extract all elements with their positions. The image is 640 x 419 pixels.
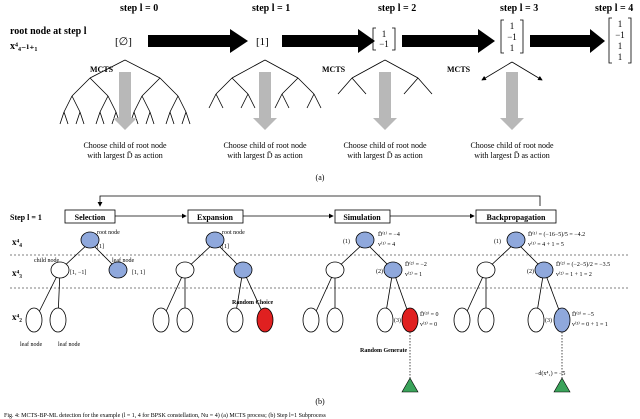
svg-text:−1: −1 — [507, 32, 517, 42]
svg-text:D̄⁽¹⁾ = −4: D̄⁽¹⁾ = −4 — [378, 231, 400, 238]
caption-b: (b) — [315, 397, 325, 406]
random-choice-label: Random Choice — [232, 300, 274, 306]
svg-text:v⁽²⁾ = 1: v⁽²⁾ = 1 — [405, 271, 422, 278]
choose-arrow-0 — [113, 72, 137, 130]
svg-text:D̄⁽²⁾ = −2: D̄⁽²⁾ = −2 — [405, 261, 427, 268]
phase-selection: Selection — [64, 209, 116, 224]
svg-text:v⁽¹⁾ = 4: v⁽¹⁾ = 4 — [378, 241, 395, 248]
backpropagation-tree: (1) D̄⁽¹⁾ = (−16−5)/5 = −4.2 v⁽¹⁾ = 4 + … — [453, 231, 610, 393]
svg-text:(3): (3) — [394, 317, 401, 324]
choose-arrow-3 — [500, 72, 524, 130]
step-label-4: step l = 4 — [595, 3, 633, 14]
svg-text:[1, 1]: [1, 1] — [132, 270, 145, 276]
root-vector-4: 1 −1 1 1 — [608, 17, 632, 64]
row-label-x42: x⁴₂ — [12, 312, 22, 322]
caption-a: (a) — [316, 173, 325, 182]
root-vector-1: [1] — [256, 36, 269, 48]
phase-expansion: Expansion — [187, 209, 244, 224]
mcts-tree-3 — [481, 61, 543, 81]
step-label-1: step l = 1 — [252, 3, 290, 14]
svg-text:D̄⁽³⁾ = 0: D̄⁽³⁾ = 0 — [420, 311, 438, 318]
svg-text:(1): (1) — [343, 238, 350, 245]
svg-text:v⁽³⁾ = 0 + 1 = 1: v⁽³⁾ = 0 + 1 = 1 — [572, 321, 608, 328]
loop-arrow — [97, 195, 541, 207]
svg-text:leaf node: leaf node — [20, 341, 42, 348]
choose-text-1-line2: with largest D̄ as action — [227, 151, 302, 160]
choose-text-1-line1: Choose child of root node — [223, 141, 307, 150]
choose-text-0-line2: with largest D̄ as action — [87, 151, 162, 160]
selection-tree: root node [1] child node leaf node [1, 1… — [20, 230, 145, 348]
choose-arrow-1 — [253, 72, 277, 130]
mcts-label-0: MCTS — [90, 65, 114, 74]
svg-text:v⁽³⁾ = 0: v⁽³⁾ = 0 — [420, 321, 437, 328]
svg-text:1: 1 — [510, 21, 515, 31]
svg-text:(2): (2) — [527, 268, 534, 275]
svg-text:(2): (2) — [376, 268, 383, 275]
svg-text:v⁽²⁾ = 1 + 1 = 2: v⁽²⁾ = 1 + 1 = 2 — [556, 271, 592, 278]
choose-text-3-line1: Choose child of root node — [470, 141, 554, 150]
svg-text:child node: child node — [34, 258, 59, 264]
root-vector-3: 1 −1 1 — [500, 19, 524, 54]
svg-text:Simulation: Simulation — [343, 213, 381, 222]
random-generate-label: Random Generate — [360, 348, 407, 354]
svg-text:D̄⁽³⁾ = −5: D̄⁽³⁾ = −5 — [572, 311, 594, 318]
svg-text:[1]: [1] — [222, 244, 229, 250]
svg-text:1: 1 — [382, 29, 387, 39]
svg-text:1: 1 — [618, 19, 623, 29]
svg-text:root node: root node — [97, 230, 120, 236]
step-l1-label: Step l = 1 — [10, 213, 42, 222]
svg-text:1: 1 — [618, 41, 623, 51]
root-vector-2: 1 −1 — [372, 27, 396, 51]
mcts-tree-2 — [337, 59, 433, 95]
mcts-label-3: MCTS — [447, 65, 471, 74]
part-b: Step l = 1 Selection Expansion Simulatio… — [10, 195, 630, 406]
figure-caption: Fig. 4: MCTS-BP-ML detection for the exa… — [4, 412, 327, 419]
step-arrow-3 — [530, 29, 605, 53]
svg-text:leaf node: leaf node — [58, 341, 80, 348]
step-arrow-0 — [148, 29, 248, 53]
mcts-tree-0 — [59, 59, 191, 125]
svg-text:1: 1 — [618, 52, 623, 62]
svg-text:D̄⁽¹⁾ = (−16−5)/5 = −4.2: D̄⁽¹⁾ = (−16−5)/5 = −4.2 — [528, 231, 585, 238]
svg-text:leaf node: leaf node — [112, 257, 134, 264]
svg-text:(1): (1) — [494, 238, 501, 245]
step-arrow-2 — [402, 29, 495, 53]
svg-text:[1]: [1] — [97, 244, 104, 250]
choose-text-3-line2: with largest D̄ as action — [474, 151, 549, 160]
svg-text:−1: −1 — [615, 30, 625, 40]
row-label-x43: x⁴₃ — [12, 268, 22, 278]
svg-text:Selection: Selection — [75, 213, 106, 222]
svg-text:D̄⁽²⁾ = (−2−5)/2 = −3.5: D̄⁽²⁾ = (−2−5)/2 = −3.5 — [556, 261, 610, 268]
choose-text-2-line1: Choose child of root node — [343, 141, 427, 150]
svg-text:[1, −1]: [1, −1] — [70, 270, 86, 276]
choose-text-2-line2: with largest D̄ as action — [347, 151, 422, 160]
step-arrow-1 — [282, 29, 375, 53]
step-label-3: step l = 3 — [500, 3, 538, 14]
svg-text:v⁽¹⁾ = 4 + 1 = 5: v⁽¹⁾ = 4 + 1 = 5 — [528, 241, 564, 248]
expansion-tree: root node [1] Random Choice — [152, 230, 274, 333]
svg-text:Backpropagation: Backpropagation — [487, 213, 547, 222]
phase-simulation: Simulation — [334, 209, 391, 224]
choose-arrow-2 — [373, 72, 397, 130]
choose-text-0-line1: Choose child of root node — [83, 141, 167, 150]
svg-text:−1: −1 — [379, 39, 389, 49]
mcts-label-2: MCTS — [322, 65, 346, 74]
svg-text:root node: root node — [222, 230, 245, 236]
root-node-step-label: root node at step l — [10, 26, 87, 37]
root-vector-0: [∅] — [115, 36, 132, 48]
svg-text:1: 1 — [510, 43, 515, 53]
svg-text:Expansion: Expansion — [197, 213, 234, 222]
mcts-tree-1 — [208, 59, 322, 109]
step-label-0: step l = 0 — [120, 3, 158, 14]
part-a: step l = 0 step l = 1 step l = 2 step l … — [10, 3, 633, 182]
simulation-tree: Random Generate (1) D̄⁽¹⁾ = −4 v⁽¹⁾ = 4 … — [302, 231, 438, 393]
svg-text:−d(x⁴₁) = −5: −d(x⁴₁) = −5 — [535, 370, 565, 377]
phase-backpropagation: Backpropagation — [475, 209, 557, 224]
row-label-x44: x⁴₄ — [12, 237, 22, 247]
root-node-vector-label: x⁴₄₋ₗ₊₁ — [10, 41, 37, 52]
svg-text:(3): (3) — [545, 317, 552, 324]
step-label-2: step l = 2 — [378, 3, 416, 14]
